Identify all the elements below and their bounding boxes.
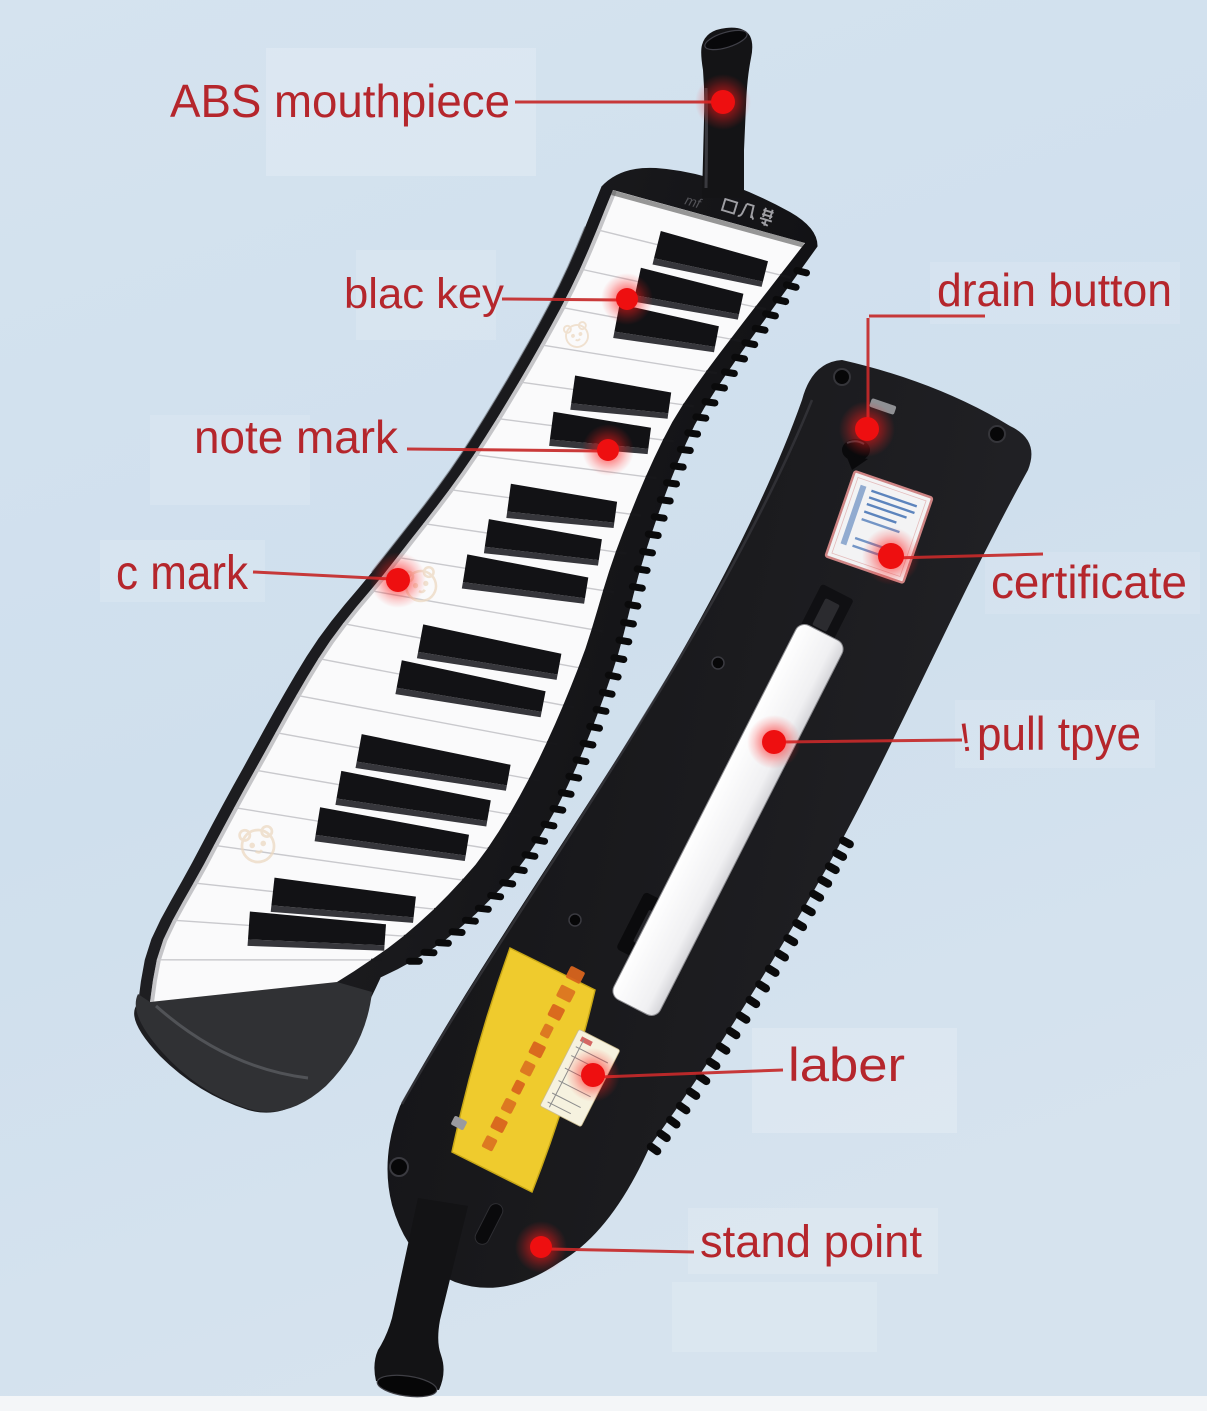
svg-text:note mark: note mark bbox=[194, 411, 399, 463]
svg-text:c mark: c mark bbox=[116, 547, 249, 600]
svg-text:mf: mf bbox=[683, 192, 705, 212]
svg-text:blac key: blac key bbox=[344, 270, 505, 318]
svg-text:laber: laber bbox=[788, 1038, 905, 1091]
svg-text:ABS mouthpiece: ABS mouthpiece bbox=[170, 75, 510, 127]
svg-text:stand point: stand point bbox=[700, 1216, 922, 1267]
svg-text:certificate: certificate bbox=[991, 556, 1187, 608]
svg-text:drain button: drain button bbox=[937, 264, 1172, 316]
svg-text:pull tpye: pull tpye bbox=[977, 707, 1141, 760]
